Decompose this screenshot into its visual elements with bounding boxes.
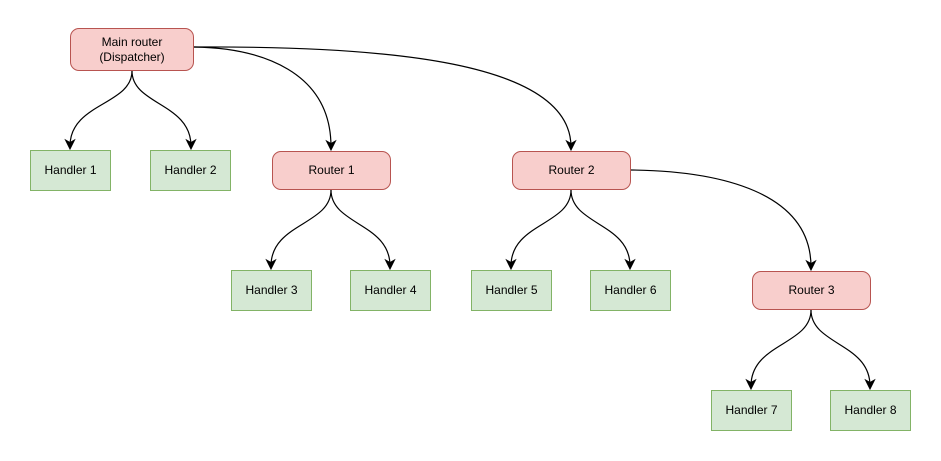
arrow-head-icon [265,258,277,271]
edge-line [330,189,391,267]
edge-router-3-to-handler-7 [745,309,812,391]
node-label: Main router (Dispatcher) [99,34,165,64]
edge-main-to-handler-2 [131,70,197,151]
node-router-1[interactable]: Router 1 [272,151,391,190]
node-label: Handler 8 [844,403,897,417]
node-label: Handler 3 [245,283,298,297]
node-label: Handler 1 [44,163,97,177]
node-label: Handler 5 [485,283,538,297]
edge-main-to-router-2 [193,46,577,152]
node-router-2[interactable]: Router 2 [512,151,631,190]
arrow-head-icon [745,378,757,391]
node-handler-4[interactable]: Handler 4 [350,270,431,311]
node-label: Router 3 [788,283,835,297]
node-main-router[interactable]: Main router (Dispatcher) [70,28,194,71]
arrow-head-icon [185,138,197,151]
edge-line [270,189,332,267]
edge-router-1-to-handler-4 [330,189,396,271]
arrow-head-icon [325,139,337,152]
arrow-head-icon [505,258,517,271]
node-label: Handler 2 [164,163,217,177]
node-label: Handler 4 [364,283,417,297]
node-handler-8[interactable]: Handler 8 [830,390,911,431]
edge-router-2-to-handler-5 [505,189,572,271]
edge-router-2-to-handler-6 [570,189,636,271]
edge-line [750,309,812,387]
node-label: Handler 7 [725,403,778,417]
edge-line [69,70,133,147]
arrow-head-icon [624,258,636,271]
edge-router-1-to-handler-3 [265,189,332,271]
node-label: Router 2 [548,163,595,177]
node-handler-7[interactable]: Handler 7 [711,390,792,431]
edge-line [510,189,572,267]
arrow-head-icon [805,259,817,272]
node-handler-2[interactable]: Handler 2 [150,150,231,191]
edge-line [193,46,332,148]
node-handler-5[interactable]: Handler 5 [471,270,552,311]
edge-main-to-handler-1 [64,70,133,151]
node-router-3[interactable]: Router 3 [752,271,871,310]
node-handler-3[interactable]: Handler 3 [231,270,312,311]
edge-line [630,169,812,268]
edge-router-2-to-router-3 [630,169,817,272]
node-handler-1[interactable]: Handler 1 [30,150,111,191]
arrow-head-icon [384,258,396,271]
edge-line [131,70,192,147]
edge-line [570,189,631,267]
edge-main-to-router-1 [193,46,337,152]
arrow-head-icon [864,378,876,391]
node-handler-6[interactable]: Handler 6 [590,270,671,311]
arrow-head-icon [64,138,76,151]
edge-line [193,46,572,148]
arrow-head-icon [565,139,577,152]
edge-router-3-to-handler-8 [810,309,876,391]
edge-line [810,309,871,387]
node-label: Handler 6 [604,283,657,297]
node-label: Router 1 [308,163,355,177]
